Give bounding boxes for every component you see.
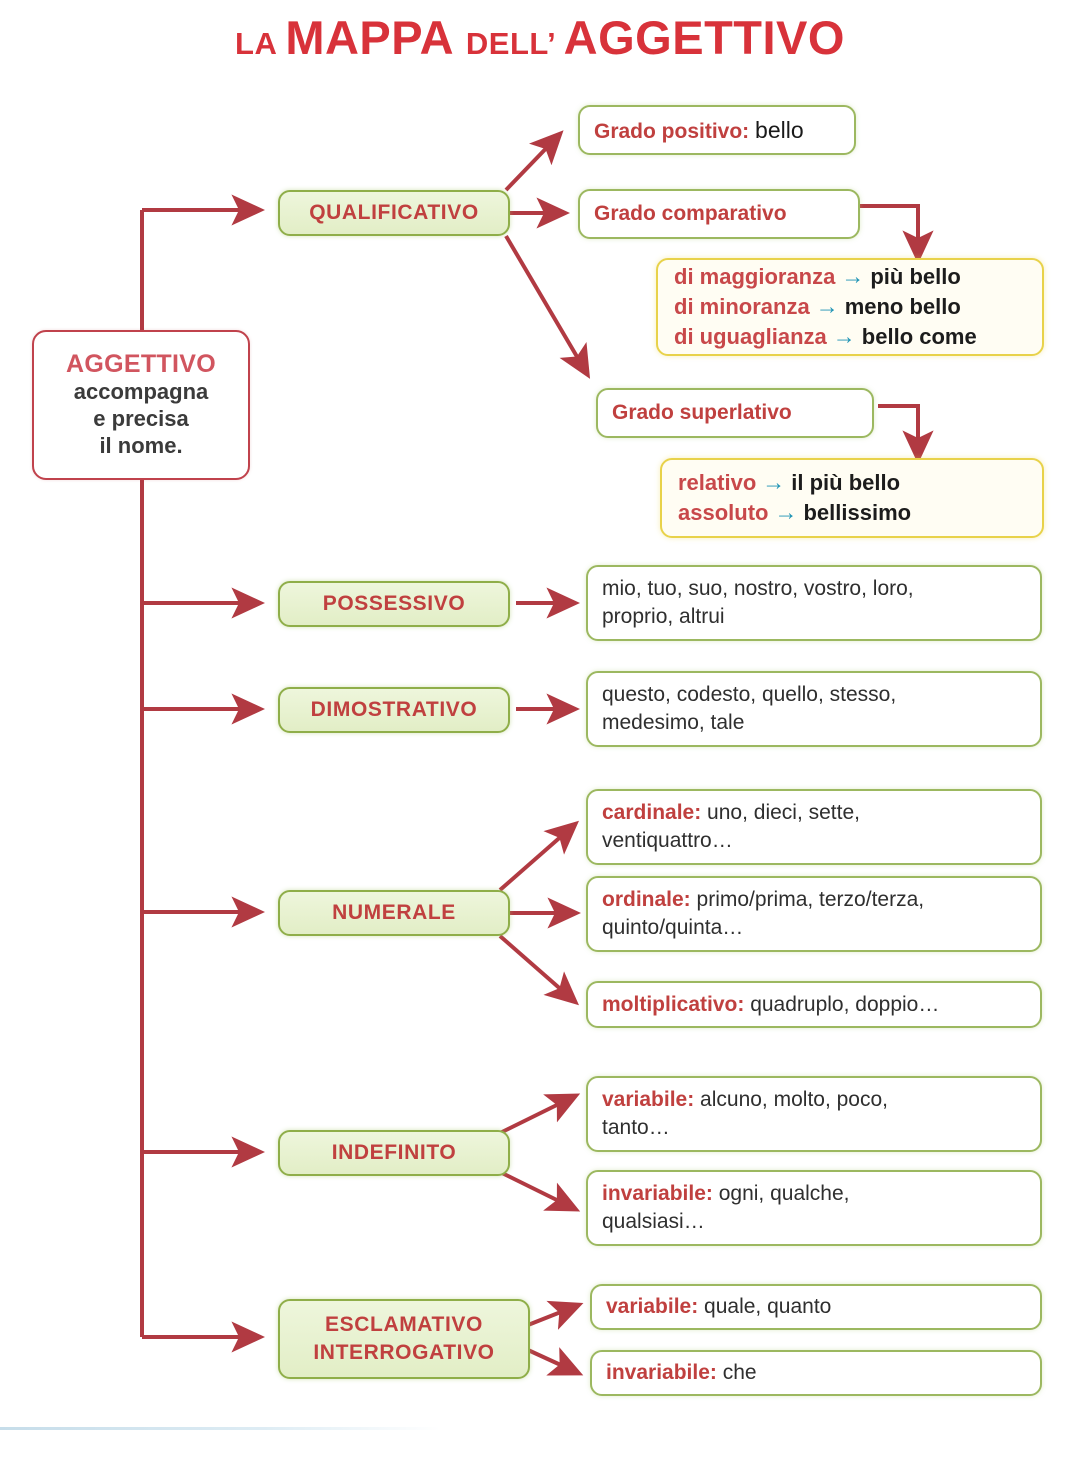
category-qualificativo[interactable]: QUALIFICATIVO [278,190,510,236]
leaf-dimostrativo-text: questo, codesto, quello, stesso, medesim… [602,681,896,736]
scan-artifact-line [0,1427,440,1430]
indefinito-variabile-line-2: tanto… [602,1116,670,1139]
dimostrativo-line-2: medesimo, tale [602,711,745,734]
comparativo-val-uguaglianza: bello come [861,323,977,349]
comparativo-key-minoranza: di minoranza [674,294,810,320]
leaf-possessivo-text: mio, tuo, suo, nostro, vostro, loro, pro… [602,575,914,630]
leaf-esclamativo-invariabile-text: invariabile: che [606,1359,757,1387]
leaf-grado-positivo-text: Grado positivo: bello [594,115,804,146]
leaf-numerale-ordinale[interactable]: ordinale: primo/prima, terzo/terza, quin… [586,876,1042,952]
superlativo-val-relativo: il più bello [791,470,901,496]
leaf-numerale-moltiplicativo[interactable]: moltiplicativo: quadruplo, doppio… [586,981,1042,1028]
leaf-numerale-cardinale[interactable]: cardinale: uno, dieci, sette, ventiquatt… [586,789,1042,865]
esclamativo-variabile-key: variabile: [606,1295,699,1319]
superlativo-key-assoluto: assoluto [678,500,769,525]
title-part-mappa: MAPPA [285,11,466,64]
grado-superlativo-label: Grado superlativo [612,401,792,425]
category-qualificativo-label: QUALIFICATIVO [309,200,479,224]
comparativo-row-uguaglianza: di uguaglianza → bello come [674,322,977,352]
category-numerale-label: NUMERALE [332,900,456,924]
detail-box-comparativo[interactable]: di maggioranza → più bello di minoranza … [656,258,1044,356]
leaf-numerale-ordinale-text: ordinale: primo/prima, terzo/terza, quin… [602,886,924,941]
superlativo-key-relativo: relativo [678,470,757,496]
comparativo-key-uguaglianza: di uguaglianza [674,323,827,349]
leaf-indefinito-variabile-text: variabile: alcuno, molto, poco, tanto… [602,1086,888,1141]
ordinale-line-1: primo/prima, terzo/terza, [690,888,925,912]
esclamativo-invariabile-value: che [716,1361,757,1385]
comparativo-key-maggioranza: di maggioranza [674,264,836,290]
root-heading: AGGETTIVO [66,350,216,379]
moltiplicativo-key: moltiplicativo: [602,992,745,1016]
leaf-esclamativo-variabile-text: variabile: quale, quanto [606,1293,831,1321]
superlativo-val-assoluto: bellissimo [803,500,912,525]
right-arrow-icon: → [832,322,856,349]
indefinito-variabile-key: variabile: [602,1088,695,1112]
category-dimostrativo[interactable]: DIMOSTRATIVO [278,687,510,733]
grado-comparativo-label: Grado comparativo [594,202,787,226]
right-arrow-icon: → [815,293,839,320]
category-possessivo[interactable]: POSSESSIVO [278,581,510,627]
leaf-possessivo[interactable]: mio, tuo, suo, nostro, vostro, loro, pro… [586,565,1042,641]
leaf-esclamativo-variabile[interactable]: variabile: quale, quanto [590,1284,1042,1330]
leaf-grado-comparativo[interactable]: Grado comparativo [578,189,860,239]
root-line-1: accompagna [73,379,209,405]
category-esclamativo-label: ESCLAMATIVO [325,1312,483,1336]
superlativo-row-relativo: relativo → il più bello [678,468,900,498]
ordinale-key: ordinale: [602,888,691,912]
possessivo-line-2: proprio, altrui [602,605,725,628]
right-arrow-icon: → [774,499,798,525]
category-interrogativo-label: INTERROGATIVO [313,1341,495,1364]
leaf-grado-positivo[interactable]: Grado positivo: bello [578,105,856,155]
title-part-aggettivo: AGGETTIVO [563,11,845,64]
category-dimostrativo-label: DIMOSTRATIVO [310,697,478,721]
root-line-3: il nome. [99,432,183,458]
right-arrow-icon: → [762,469,786,496]
cardinale-line-1: uno, dieci, sette, [701,801,860,825]
moltiplicativo-value: quadruplo, doppio… [744,992,940,1016]
leaf-indefinito-invariabile-text: invariabile: ogni, qualche, qualsiasi… [602,1180,850,1235]
category-numerale[interactable]: NUMERALE [278,890,510,936]
category-possessivo-label: POSSESSIVO [322,591,466,615]
leaf-indefinito-variabile[interactable]: variabile: alcuno, molto, poco, tanto… [586,1076,1042,1152]
comparativo-val-maggioranza: più bello [870,264,961,290]
leaf-numerale-moltiplicativo-text: moltiplicativo: quadruplo, doppio… [602,991,939,1019]
comparativo-row-maggioranza: di maggioranza → più bello [674,262,961,292]
leaf-grado-superlativo[interactable]: Grado superlativo [596,388,874,438]
esclamativo-variabile-value: quale, quanto [698,1295,832,1319]
leaf-numerale-cardinale-text: cardinale: uno, dieci, sette, ventiquatt… [602,799,860,854]
possessivo-line-1: mio, tuo, suo, nostro, vostro, loro, [602,577,914,601]
leaf-indefinito-invariabile[interactable]: invariabile: ogni, qualche, qualsiasi… [586,1170,1042,1246]
detail-box-superlativo[interactable]: relativo → il più bello assoluto → belli… [660,458,1044,538]
root-line-2: e precisa [93,405,189,431]
category-indefinito[interactable]: INDEFINITO [278,1130,510,1176]
cardinale-line-2: ventiquattro… [602,829,733,852]
category-esclamativo-interrogativo[interactable]: ESCLAMATIVO INTERROGATIVO [278,1299,530,1379]
right-arrow-icon: → [841,263,865,290]
grado-positivo-value: bello [755,116,804,143]
indefinito-invariabile-line-1: ogni, qualche, [712,1182,850,1206]
page-title: LA MAPPA DELL’ AGGETTIVO [0,10,1080,65]
dimostrativo-line-1: questo, codesto, quello, stesso, [602,683,897,707]
title-part-la: LA [235,26,286,61]
indefinito-invariabile-key: invariabile: [602,1182,713,1206]
comparativo-row-minoranza: di minoranza → meno bello [674,292,961,322]
root-node-aggettivo[interactable]: AGGETTIVO accompagna e precisa il nome. [32,330,250,480]
category-indefinito-label: INDEFINITO [331,1140,457,1164]
indefinito-variabile-line-1: alcuno, molto, poco, [694,1088,888,1112]
cardinale-key: cardinale: [602,801,702,825]
grado-positivo-key: Grado positivo: [594,119,750,143]
title-part-dell: DELL’ [465,26,564,61]
leaf-dimostrativo[interactable]: questo, codesto, quello, stesso, medesim… [586,671,1042,747]
esclamativo-invariabile-key: invariabile: [606,1361,717,1385]
superlativo-row-assoluto: assoluto → bellissimo [678,498,911,528]
comparativo-val-minoranza: meno bello [844,294,961,320]
indefinito-invariabile-line-2: qualsiasi… [602,1210,705,1233]
leaf-esclamativo-invariabile[interactable]: invariabile: che [590,1350,1042,1396]
ordinale-line-2: quinto/quinta… [602,916,744,939]
